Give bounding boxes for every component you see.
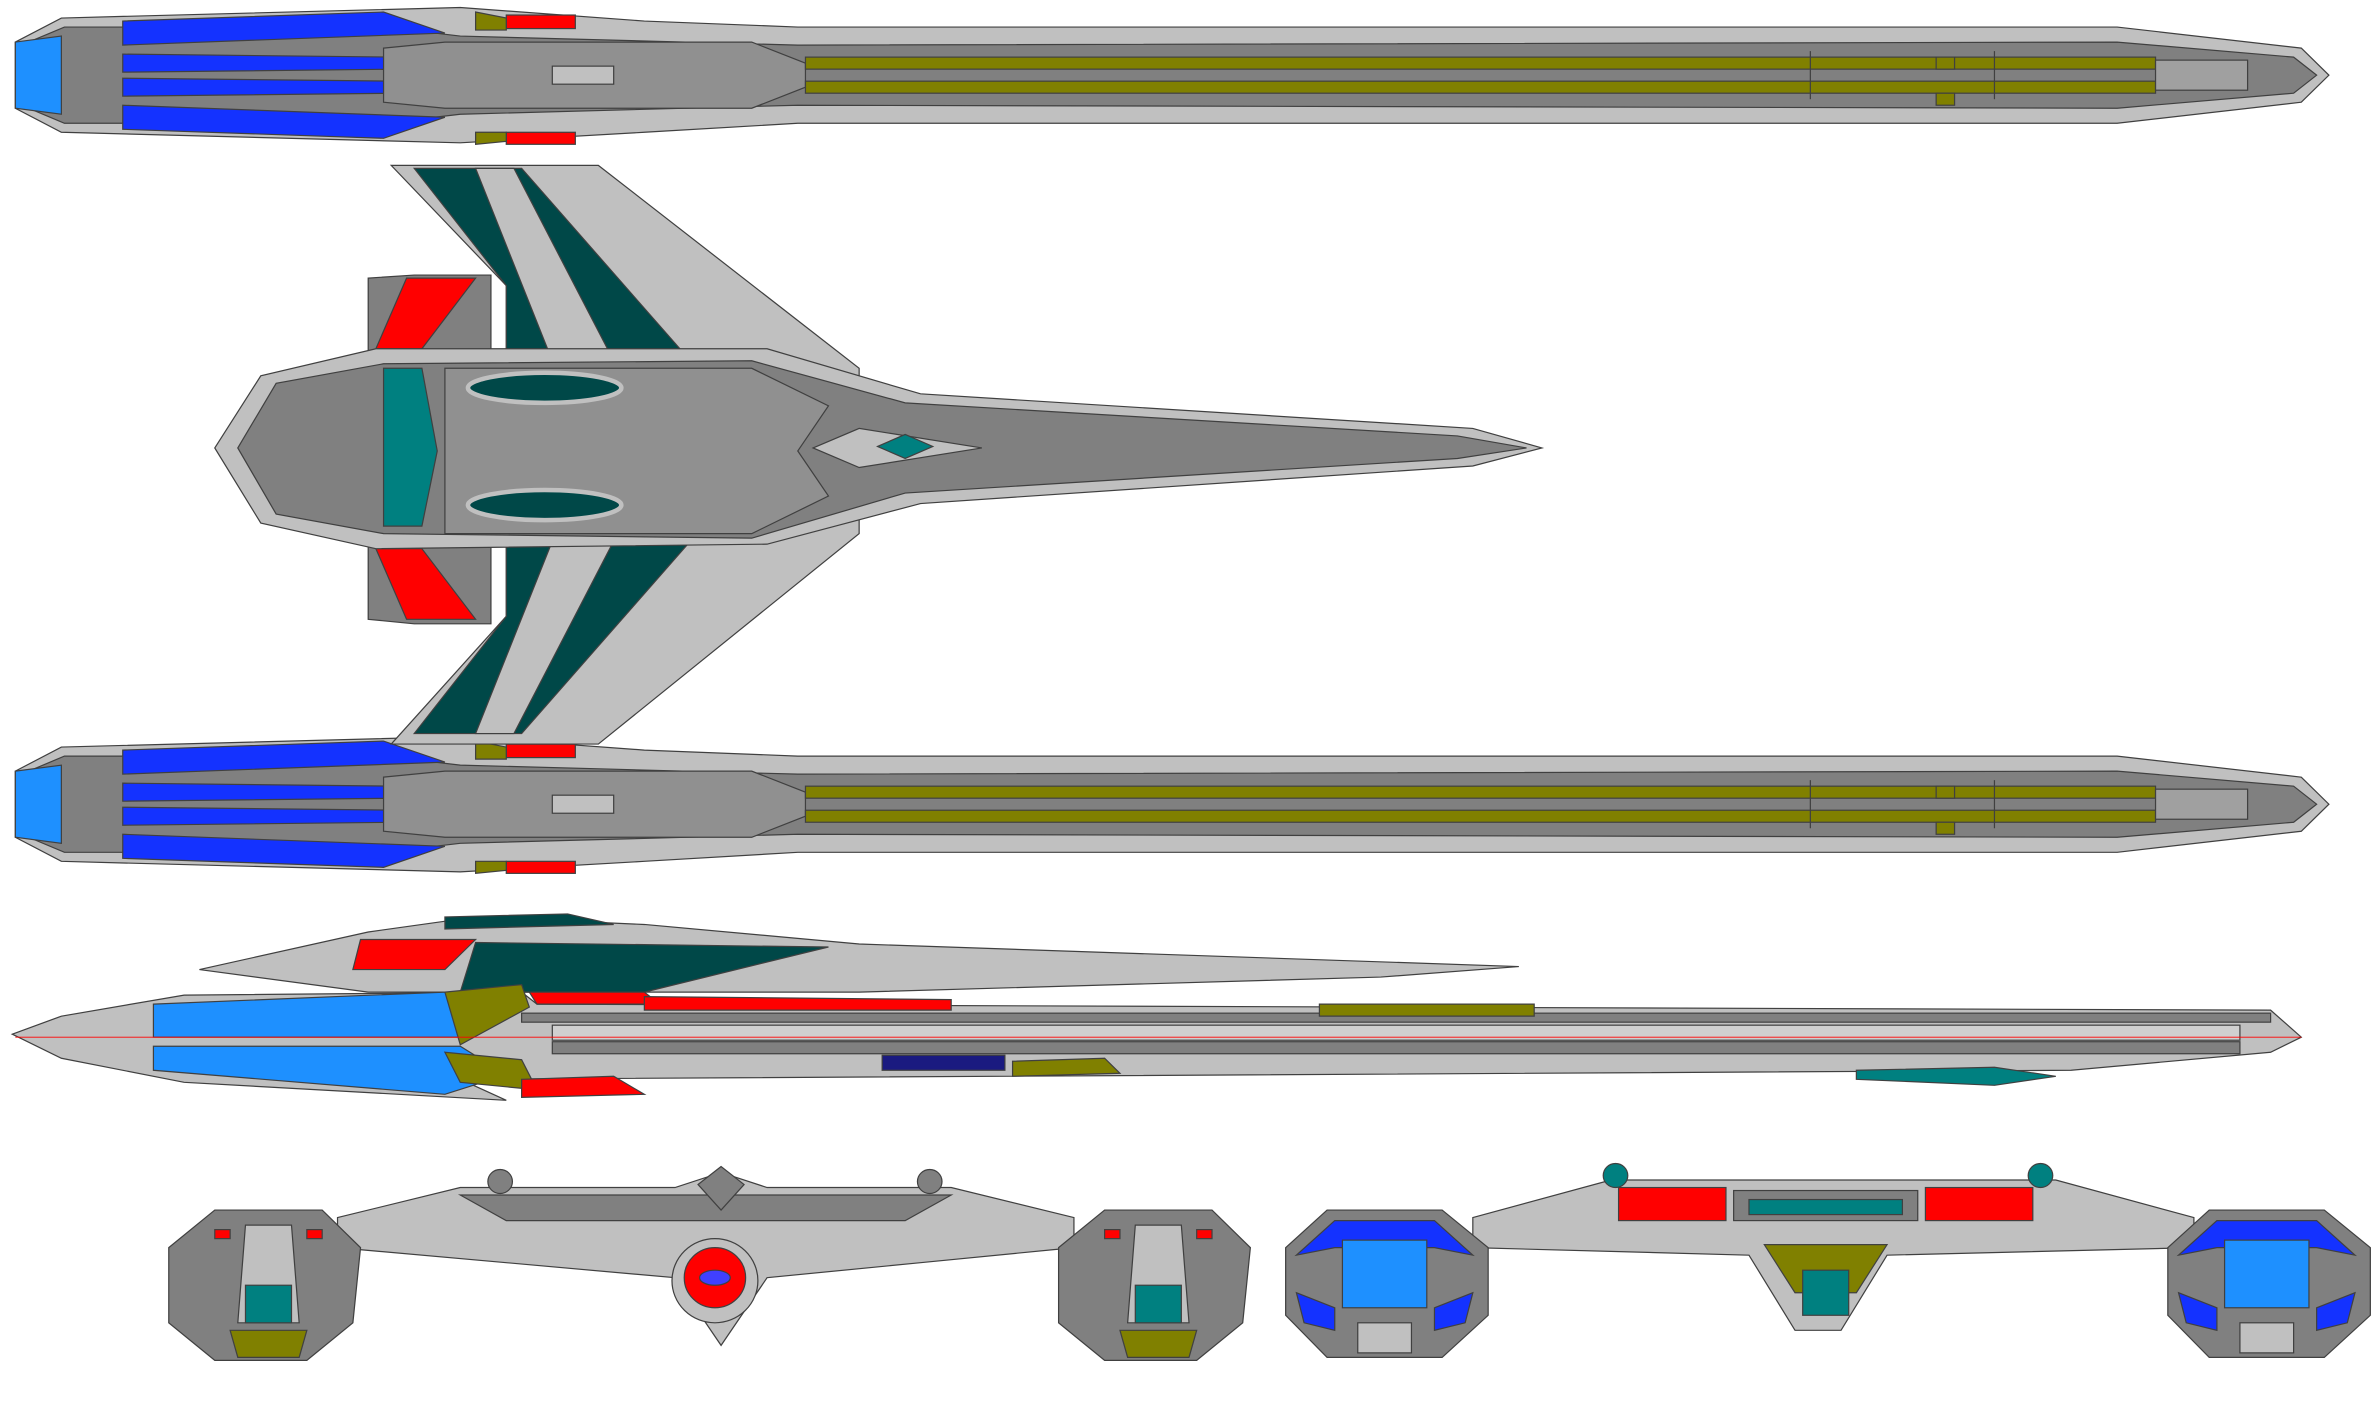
rear-right-nacelle — [2167, 1209, 2371, 1358]
top-view-upper-nacelle — [14, 6, 2330, 145]
top-view-primary-hull — [214, 164, 1545, 745]
front-right-nacelle — [1057, 1209, 1252, 1361]
front-view — [168, 1165, 1252, 1361]
front-left-nacelle — [168, 1209, 362, 1361]
rear-left-nacelle — [1285, 1209, 1489, 1358]
side-view — [10, 913, 2303, 1101]
top-view-lower-nacelle — [14, 735, 2330, 874]
rear-view — [1285, 1162, 2371, 1358]
